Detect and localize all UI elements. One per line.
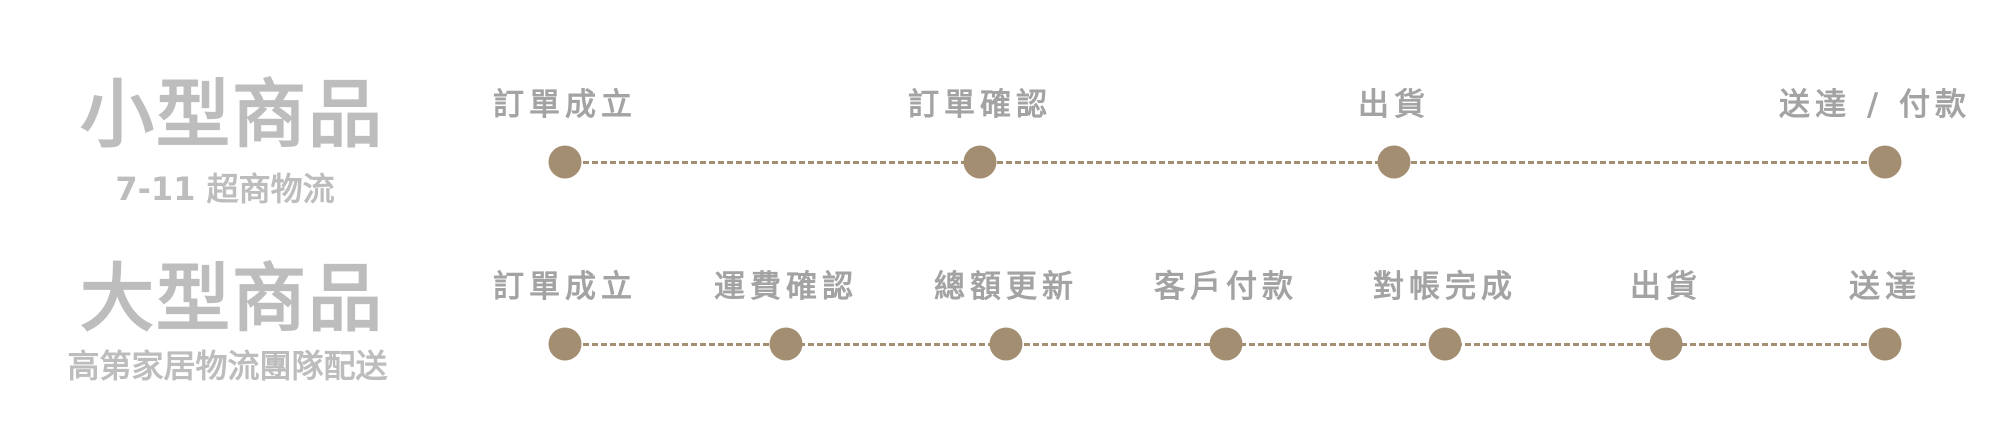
timeline-step-label: 訂單成立 <box>493 87 637 123</box>
timeline-step-label: 送達 / 付款 <box>1779 87 1971 123</box>
timeline-step-dot <box>548 145 582 179</box>
timeline-step-dot <box>963 145 997 179</box>
timeline-step-dot <box>548 327 582 361</box>
timeline-step-label: 訂單確認 <box>908 87 1052 123</box>
timeline-step-label: 總額更新 <box>934 269 1078 305</box>
timeline-step-dot <box>1428 327 1462 361</box>
timeline-step-dot <box>1209 327 1243 361</box>
large-goods-subtitle: 高第家居物流團隊配送 <box>67 347 388 385</box>
timeline-step-label: 訂單成立 <box>493 269 637 305</box>
timeline-step-label: 運費確認 <box>714 269 858 305</box>
timeline-step-label: 送達 <box>1849 269 1921 305</box>
timeline-step-label: 出貨 <box>1630 269 1702 305</box>
timeline-step-dot <box>1377 145 1411 179</box>
timeline-step-dot <box>1868 327 1902 361</box>
timeline-step-dot <box>1868 145 1902 179</box>
timeline-dashed-line <box>565 161 1885 164</box>
timeline-step-dot <box>1649 327 1683 361</box>
large-goods-title: 大型商品 <box>80 256 384 342</box>
timeline-step-label: 對帳完成 <box>1373 269 1517 305</box>
timeline-step-label: 客戶付款 <box>1154 269 1298 305</box>
timeline-step-label: 出貨 <box>1358 87 1430 123</box>
timeline-step-dot <box>989 327 1023 361</box>
small-goods-title: 小型商品 <box>80 72 384 158</box>
small-goods-subtitle: 7-11 超商物流 <box>115 170 335 208</box>
timeline-step-dot <box>769 327 803 361</box>
